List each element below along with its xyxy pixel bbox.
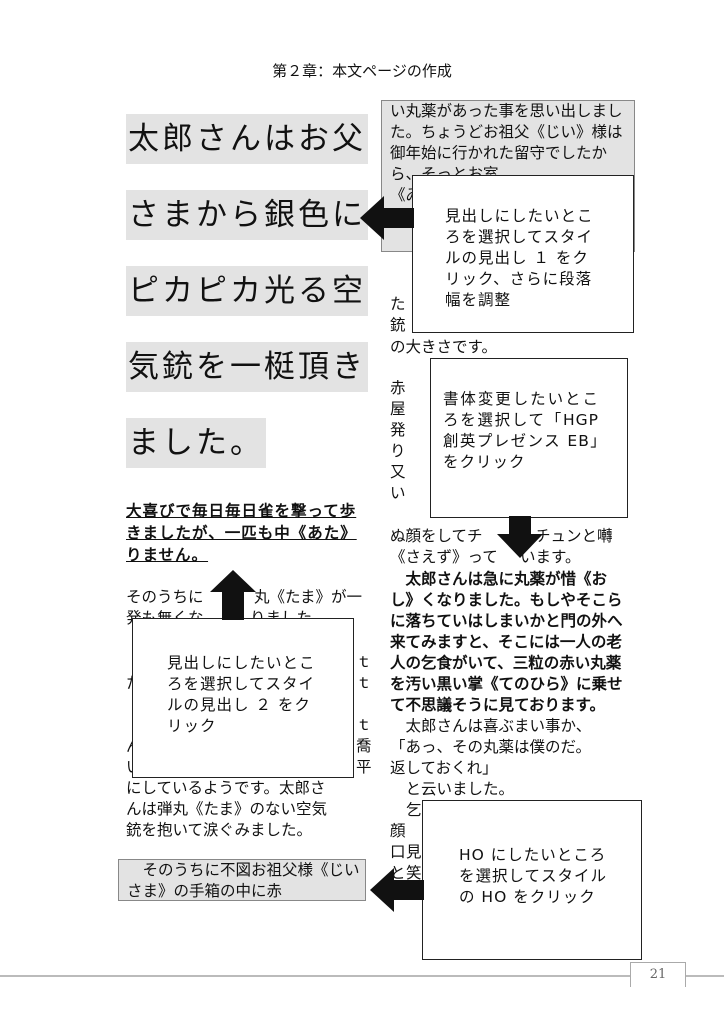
arrow-up-icon bbox=[210, 570, 256, 620]
body-char: 口 bbox=[390, 843, 406, 861]
arrow-down-icon bbox=[497, 516, 543, 558]
body-char: 見 bbox=[406, 843, 422, 861]
callout-heading2: 見出しにしたいところを選択してスタイルの見出し ２ をクリック bbox=[132, 618, 354, 778]
body-char: ｔ bbox=[356, 674, 372, 692]
body-line: 「あっ、その丸薬は僕のだ。 bbox=[390, 738, 592, 756]
body-char: 笑 bbox=[406, 864, 422, 882]
body-char: 顔 bbox=[390, 822, 406, 840]
body-char: 銃 bbox=[390, 316, 406, 334]
body-char: い bbox=[390, 484, 406, 502]
heading1-line: 気銃を一梃頂き bbox=[126, 342, 368, 392]
callout-font-change: 書体変更したいところを選択して「HGP 創英プレゼンス EB」をクリック bbox=[430, 358, 628, 518]
body-char: 又 bbox=[390, 463, 406, 481]
body-line: の大きさです。 bbox=[390, 338, 497, 356]
body-char: 赤 bbox=[390, 379, 406, 397]
body-line: ぬ顔をしてチ bbox=[390, 527, 483, 545]
ho-style-box: そのうちに不図お祖父様《じいさま》の手箱の中に赤 bbox=[118, 859, 366, 901]
body-line: います。 bbox=[520, 548, 581, 566]
body-line: 《さえず》って bbox=[390, 548, 498, 566]
heading1-line: ました。 bbox=[126, 418, 266, 468]
arrow-left-icon bbox=[370, 868, 424, 912]
heading1-line: さまから銀色に bbox=[126, 190, 368, 240]
body-line: にしているようです。太郎さ bbox=[126, 779, 326, 797]
body-line: んは弾丸《たま》のない空気 bbox=[126, 800, 328, 818]
body-char: 乞 bbox=[406, 801, 422, 819]
body-line: 銃を抱いて涙ぐみました。 bbox=[126, 821, 313, 839]
body-char: た bbox=[390, 295, 406, 313]
page-number: 21 bbox=[630, 962, 686, 987]
body-line: 丸《たま》が一 bbox=[254, 588, 363, 606]
body-char: 喬 bbox=[356, 737, 372, 755]
page-header: 第２章：本文ページの作成 bbox=[272, 62, 452, 80]
body-char: 発 bbox=[390, 421, 406, 439]
body-paragraph: い丸薬があった事を思い出しました。ちょうどお祖父《じい》様は御年始に行かれた留守… bbox=[390, 102, 623, 183]
bold-paragraph: 太郎さんは急に丸薬が惜《おし》くなりました。もしやそこらに落ちていはしまいかと門… bbox=[390, 570, 623, 714]
body-char: 平 bbox=[356, 758, 372, 776]
body-char: ｔ bbox=[356, 653, 372, 671]
callout-heading1: 見出しにしたいところを選択してスタイルの見出し １ をクリック、さらに段落幅を調… bbox=[412, 175, 634, 333]
arrow-left-icon bbox=[360, 196, 414, 240]
body-line: 太郎さんは喜ぶまい事か、 bbox=[405, 717, 592, 735]
body-line: 返しておくれ」 bbox=[390, 759, 498, 777]
footer-rule bbox=[0, 975, 724, 977]
body-char: り bbox=[390, 442, 406, 460]
heading1-line: ピカピカ光る空 bbox=[126, 266, 368, 316]
body-char: ｔ bbox=[356, 716, 372, 734]
body-line: チュンと囀 bbox=[535, 527, 613, 545]
callout-ho: HO にしたいところを選択してスタイルの HO をクリック bbox=[422, 800, 642, 960]
body-char: 屋 bbox=[390, 400, 406, 418]
body-line: そのうちに bbox=[126, 588, 204, 606]
body-line: と云いました。 bbox=[405, 780, 515, 798]
heading2: 大喜びで毎日毎日雀を撃って歩きましたが、一匹も中《あた》りません。 bbox=[126, 502, 357, 564]
heading1-line: 太郎さんはお父 bbox=[126, 114, 368, 164]
